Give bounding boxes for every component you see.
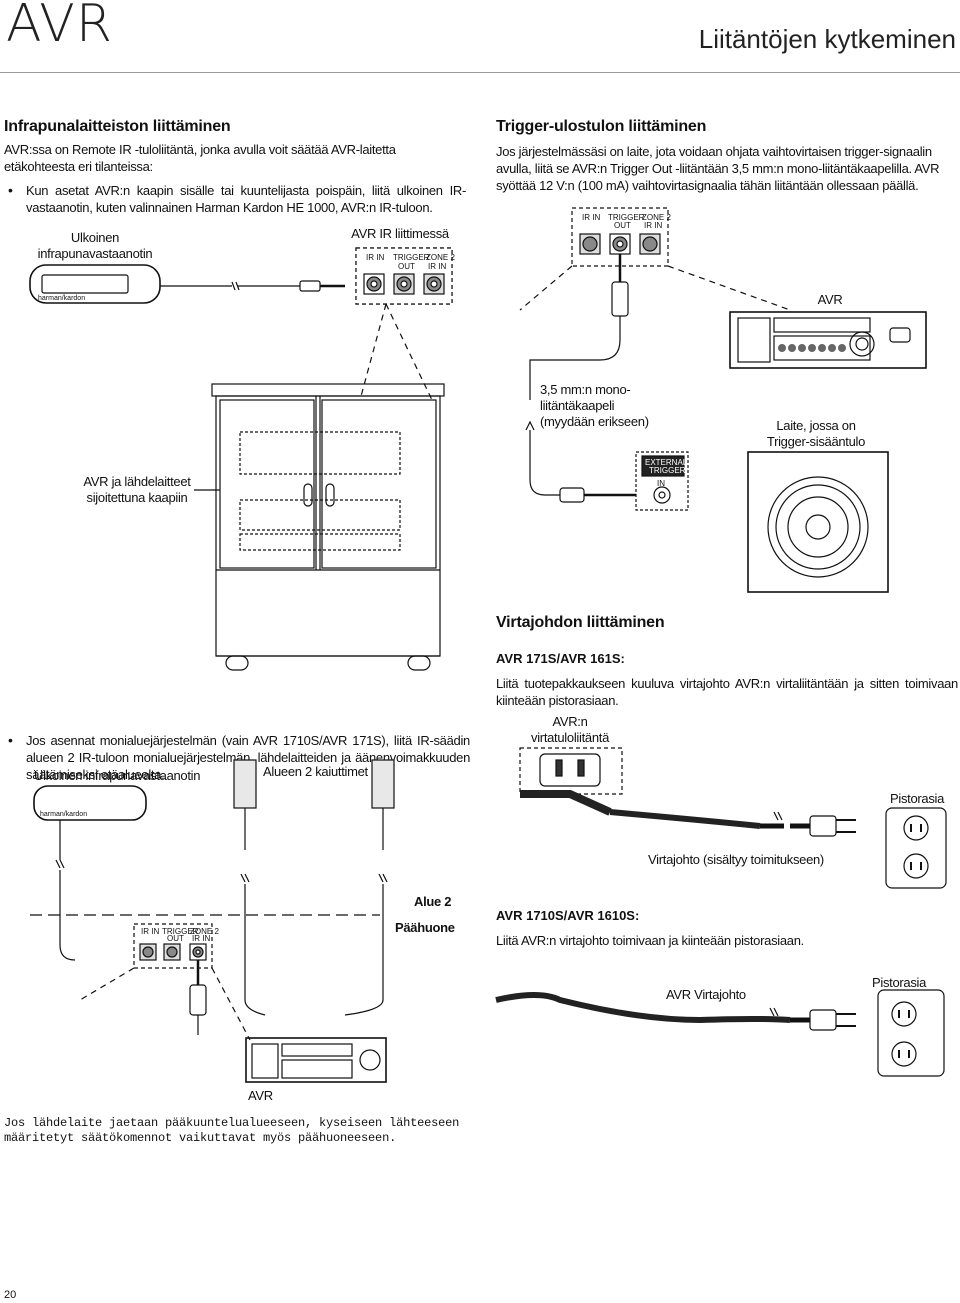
label-outlet-2: Pistorasia [872,975,927,990]
svg-text:harman/kardon: harman/kardon [40,811,87,818]
zone2-receiver [33,785,147,961]
ir-panel-zone2 [133,923,213,969]
label-zone2-speakers: Alueen 2 kaiuttimet [263,764,368,779]
svg-text:IR IN: IR IN [366,253,384,262]
label-cabinet: AVR ja lähdelaitteet sijoitettuna kaapii… [83,474,191,505]
ir-heading: Infrapunalaitteiston liittäminen [4,118,231,135]
label-outlet-1: Pistorasia [890,791,945,806]
svg-text:IR IN: IR IN [582,213,600,222]
ir-intro: AVR:ssa on Remote IR -tuloliitäntä, jonk… [4,142,396,174]
svg-text:harman/kardon: harman/kardon [38,295,85,302]
label-avr-bottom: AVR [248,1088,273,1103]
svg-text:TRIGGER: TRIGGER [393,253,430,262]
svg-text:TRIGGER: TRIGGER [649,466,686,475]
trigger-device [635,451,889,593]
avr-rear-panel-top [729,311,927,369]
outlet-1 [885,807,947,889]
svg-text:ZONE 2: ZONE 2 [426,253,455,262]
panel-caption-top: IR IN TRIGGER OUT ZONE 2 IR IN IR IN TRI… [38,213,688,943]
svg-text:OUT: OUT [614,221,631,230]
label-trigger-avr: AVR [817,292,843,307]
svg-text:OUT: OUT [167,934,184,943]
trigger-text: Jos järjestelmässäsi on laite, jota void… [496,144,940,193]
avr-rear-panel-bottom [245,1037,387,1083]
cabinet-illustration [194,383,445,671]
power-sub-1: AVR 171S/AVR 161S: [496,651,625,666]
svg-text:ZONE 2: ZONE 2 [642,213,671,222]
svg-text:EXTERNAL: EXTERNAL [645,458,688,467]
svg-text:IN: IN [657,479,665,488]
label-external-receiver-2: Ulkoinen infrapunavastaanotin [34,768,201,783]
label-avr-ir: AVR IR liittimessä [351,226,449,241]
avr-power-cord-2 [495,992,856,1031]
label-mono-cable: 3,5 mm:n mono-liitäntäkaapeli (myydään e… [540,382,649,429]
page-number: 20 [4,1289,17,1301]
label-external-receiver: Ulkoinen infrapunavastaanotin [37,230,153,261]
power-inlet [519,747,623,795]
svg-text:IR IN: IR IN [428,262,446,271]
svg-text:IR IN: IR IN [192,934,210,943]
label-zone2: Alue 2 [414,894,452,909]
label-cord-1: Virtajohto (sisältyy toimitukseen) [648,852,824,867]
svg-text:TRIGGER: TRIGGER [162,927,199,936]
outlet-2 [877,989,945,1077]
svg-text:IR IN: IR IN [644,221,662,230]
power-text-2: Liitä AVR:n virtajohto toimivaan ja kiin… [496,933,804,948]
power-text-1: Liitä tuotepakkaukseen kuuluva virtajoht… [496,676,958,708]
ir-note: Jos lähdelaite jaetaan pääkuuntelualuees… [4,1116,460,1145]
ir-panel-top [355,247,453,305]
ir-bullet-1: Kun asetat AVR:n kaapin sisälle tai kuun… [4,182,466,216]
svg-text:TRIGGER: TRIGGER [608,213,645,222]
label-cord-2: AVR Virtajohto [666,987,746,1002]
power-heading: Virtajohdon liittäminen [496,614,665,631]
ir-receiver-illustration [29,264,345,304]
ir-bullet-2: Jos asennat monialuejärjestelmän (vain A… [4,732,470,783]
trigger-heading: Trigger-ulostulon liittäminen [496,118,707,135]
trigger-panel [571,207,669,267]
power-sub-2: AVR 1710S/AVR 1610S: [496,908,640,923]
label-main-room: Päähuone [395,920,455,935]
svg-text:OUT: OUT [398,262,415,271]
svg-text:ZONE 2: ZONE 2 [190,927,219,936]
header-divider [0,72,960,73]
label-trigger-device: Laite, jossa on Trigger-sisääntulo [766,418,866,449]
brand-logo: AVR [6,0,113,54]
page-title: Liitäntöjen kytkeminen [698,24,956,54]
label-power-inlet: AVR:n virtatuloliitäntä [531,714,609,745]
zone2-speakers [233,759,395,1016]
svg-text:IR IN: IR IN [141,927,159,936]
